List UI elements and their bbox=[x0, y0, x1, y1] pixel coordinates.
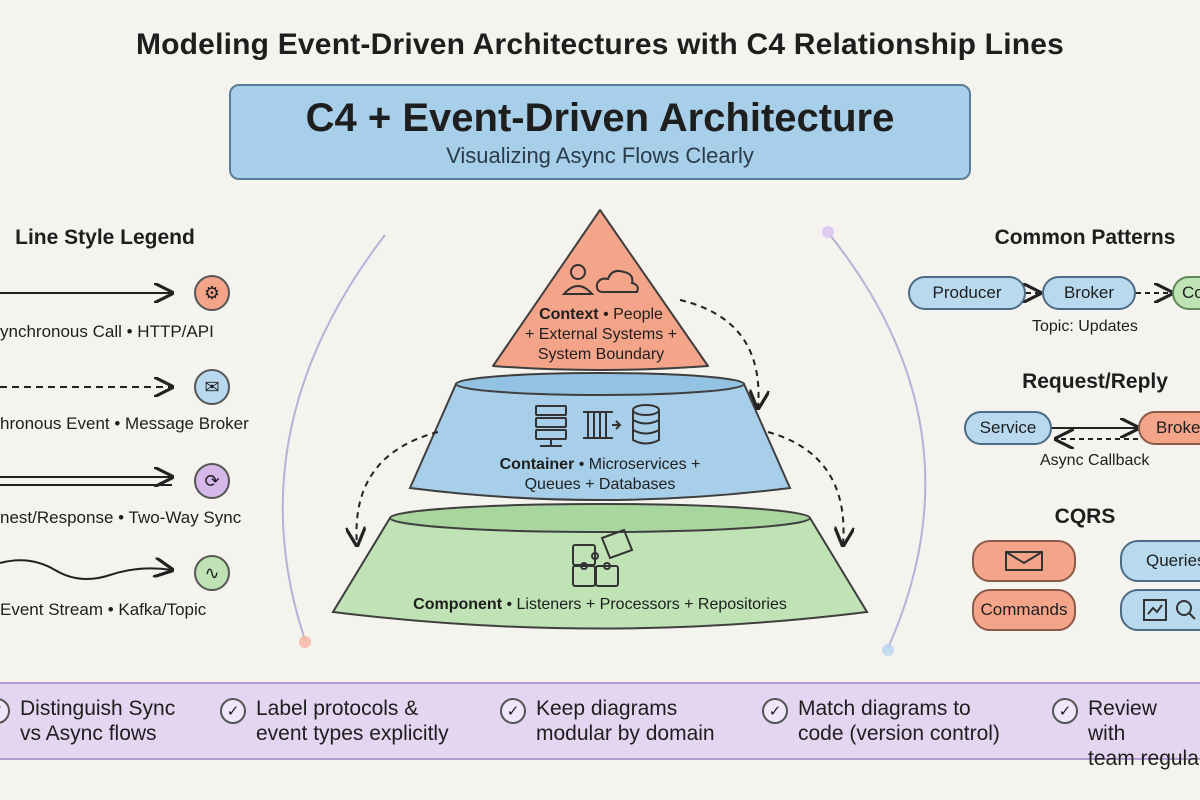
check-icon: ✓ bbox=[220, 698, 246, 724]
person-icon bbox=[561, 264, 595, 295]
context-layer-text: Context • People + External Systems + Sy… bbox=[496, 305, 706, 365]
context-layer-name: Context bbox=[539, 306, 599, 323]
decorative-arc-left bbox=[281, 234, 386, 641]
server-icon bbox=[535, 405, 567, 447]
container-layer-desc: • Microservices + bbox=[574, 456, 701, 473]
cqrs-title: CQRS bbox=[1054, 505, 1116, 528]
pyramid-layer-component bbox=[331, 503, 869, 630]
pyramid-layer-context bbox=[492, 209, 709, 371]
banner-subtitle: Visualizing Async Flows Clearly bbox=[446, 143, 754, 168]
cloud-icon bbox=[595, 269, 639, 293]
request-reply-caption: Async Callback bbox=[1040, 452, 1150, 469]
container-layer-text: Container • Microservices + Queues + Dat… bbox=[470, 455, 730, 495]
banner-title: C4 + Event-Driven Architecture bbox=[305, 96, 895, 140]
context-layer-line2: + External Systems + bbox=[524, 326, 678, 343]
best-practices-bar bbox=[0, 682, 1200, 760]
queries-node: Queries bbox=[1120, 540, 1200, 582]
broker-node: Broker bbox=[1042, 276, 1136, 310]
flow-arrow-container-to-component-left bbox=[356, 431, 439, 545]
tip-label-protocols: ✓ Label protocols & event types explicit… bbox=[220, 696, 449, 746]
tip-text: Match diagrams to code (version control) bbox=[798, 697, 1000, 745]
broker-reply-node: Broke bbox=[1138, 411, 1200, 445]
pyramid-layer-container bbox=[408, 372, 792, 501]
queries-icons bbox=[1120, 589, 1200, 631]
check-icon: ✓ bbox=[1052, 698, 1078, 724]
tip-match-code: ✓ Match diagrams to code (version contro… bbox=[762, 696, 1000, 746]
queue-icon bbox=[583, 411, 622, 439]
tip-review: ✓ Review with team regula bbox=[1052, 696, 1200, 771]
commands-envelope bbox=[972, 540, 1076, 582]
legend-label-async: hronous Event • Message Broker bbox=[0, 414, 249, 433]
check-icon: ✓ bbox=[0, 698, 10, 724]
chart-search-icon bbox=[1143, 599, 1196, 621]
commands-node: Commands bbox=[972, 589, 1076, 631]
legend-title: Line Style Legend bbox=[15, 226, 195, 249]
tip-modular: ✓ Keep diagrams modular by domain bbox=[500, 696, 715, 746]
tip-text: Distinguish Sync vs Async flows bbox=[20, 697, 176, 745]
check-icon: ✓ bbox=[762, 698, 788, 724]
service-node: Service bbox=[964, 411, 1052, 445]
header-banner: C4 + Event-Driven Architecture Visualizi… bbox=[229, 84, 971, 180]
pubsub-caption: Topic: Updates bbox=[1032, 318, 1138, 335]
legend-line-wavy bbox=[0, 560, 172, 580]
check-icon: ✓ bbox=[500, 698, 526, 724]
request-reply-title: Request/Reply bbox=[1022, 370, 1168, 393]
component-layer-text: Component • Listeners + Processors + Rep… bbox=[380, 595, 820, 615]
pulse-icon: ∿ bbox=[194, 555, 230, 591]
consumer-node: Co bbox=[1172, 276, 1200, 310]
envelope-icon bbox=[1005, 551, 1043, 571]
tip-text: Keep diagrams modular by domain bbox=[536, 697, 715, 745]
tip-sync-async: ✓ Distinguish Sync vs Async flows bbox=[0, 696, 175, 746]
container-layer-name: Container bbox=[499, 456, 575, 473]
puzzle-icon bbox=[572, 528, 634, 587]
context-layer-line3: System Boundary bbox=[537, 346, 665, 363]
tip-text: Review with team regula bbox=[1088, 697, 1199, 770]
component-layer-desc: • Listeners + Processors + Repositories bbox=[502, 596, 787, 613]
context-layer-desc: • People bbox=[598, 306, 663, 323]
legend-label-sync: ynchronous Call • HTTP/API bbox=[0, 322, 214, 341]
page-title: Modeling Event-Driven Architectures with… bbox=[135, 28, 1065, 61]
container-layer-line2: Queues + Databases bbox=[524, 476, 676, 493]
database-icon bbox=[632, 404, 660, 445]
patterns-title: Common Patterns bbox=[994, 226, 1176, 249]
tip-text: Label protocols & event types explicitly bbox=[256, 697, 449, 745]
decorative-arc-right bbox=[829, 234, 927, 649]
gear-icon: ⚙ bbox=[194, 275, 230, 311]
legend-label-stream: Event Stream • Kafka/Topic bbox=[0, 600, 207, 619]
component-layer-name: Component bbox=[413, 596, 503, 613]
producer-node: Producer bbox=[908, 276, 1026, 310]
legend-label-reqresp: nest/Response • Two-Way Sync bbox=[0, 508, 242, 527]
refresh-icon: ⟳ bbox=[194, 463, 230, 499]
envelope-icon: ✉ bbox=[194, 369, 230, 405]
